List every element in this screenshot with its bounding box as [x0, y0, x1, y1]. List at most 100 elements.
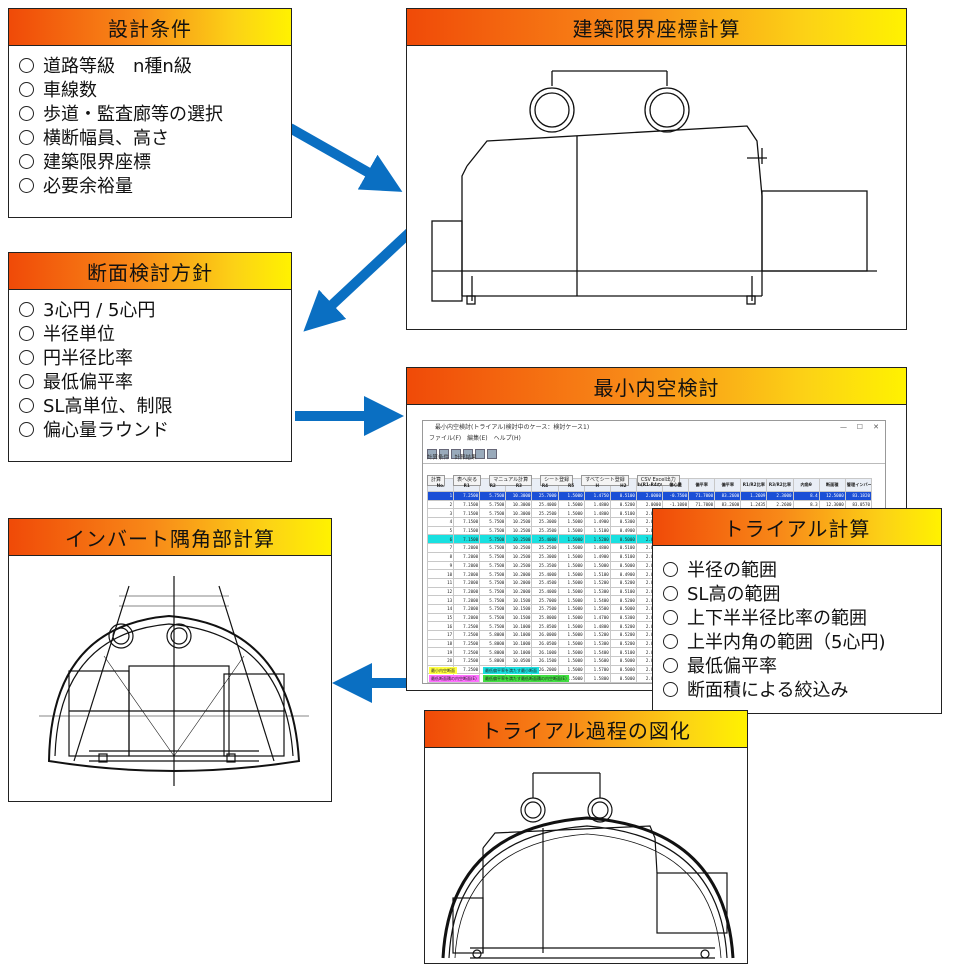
- table-cell: 5.8000: [479, 656, 507, 666]
- table-column-header[interactable]: R1/R2比率: [740, 478, 768, 492]
- table-cell: 26.0000: [531, 630, 559, 640]
- close-icon[interactable]: ✕: [873, 423, 879, 431]
- maximize-icon[interactable]: ☐: [856, 423, 863, 431]
- trial-process-box: トライアル過程の図化: [424, 710, 748, 964]
- trial-calc-item: 断面積による絞込み: [663, 679, 935, 703]
- legend-min-section: 最小内空断面: [429, 667, 457, 674]
- table-cell: 1.5000: [557, 491, 585, 501]
- table-cell: 2.0000: [635, 491, 663, 501]
- table-cell: 10.1500: [505, 595, 533, 605]
- trial-calc-item: 上下半半径比率の範囲: [663, 607, 935, 631]
- table-cell: 5.7500: [479, 569, 507, 579]
- toolbar-icons: [423, 444, 885, 459]
- table-cell: 7.1500: [453, 517, 481, 527]
- close-icon[interactable]: [487, 449, 497, 459]
- table-cell: 20: [426, 656, 455, 666]
- table-cell: 12: [426, 586, 455, 597]
- circle-bullet-icon: [663, 586, 678, 601]
- open-icon[interactable]: [451, 449, 461, 459]
- table-cell: 1.5000: [557, 682, 585, 683]
- design-conditions-box: 設計条件 道路等級 n種n級 車線数 歩道・監査廊等の選択 横断幅員、高さ 建築…: [8, 8, 292, 218]
- table-cell: 1.5200: [583, 630, 611, 640]
- table-cell: 1.5100: [583, 525, 611, 536]
- table-cell: 0.5100: [609, 586, 637, 597]
- table-cell: 10.2500: [505, 560, 533, 571]
- table-cell: 10.1500: [505, 612, 533, 623]
- table-cell: 7.2000: [453, 595, 481, 605]
- table-cell: 1.2609: [740, 491, 768, 501]
- circle-bullet-icon: [19, 178, 34, 193]
- section-policy-item: 半径単位: [19, 323, 285, 347]
- table-cell: 5.7500: [479, 586, 507, 597]
- sheet-register-button[interactable]: シート登録: [540, 475, 574, 486]
- table-cell: 1.5100: [583, 569, 611, 579]
- table-cell: 5.7500: [479, 621, 507, 631]
- save-icon[interactable]: [439, 449, 449, 459]
- circle-bullet-icon: [19, 58, 34, 73]
- table-column-header[interactable]: 管理インバート隅角部: [844, 478, 873, 492]
- print-icon[interactable]: [427, 449, 437, 459]
- table-cell: 2: [426, 499, 455, 510]
- table-cell: 1.5000: [557, 508, 585, 519]
- table-cell: 0.5000: [609, 673, 637, 683]
- table-cell: 10: [426, 569, 455, 579]
- table-cell: 5.7500: [479, 534, 507, 545]
- circle-bullet-icon: [663, 610, 678, 625]
- table-cell: 1.5000: [557, 577, 585, 588]
- table-cell: 7.2500: [453, 621, 481, 631]
- table-cell: 7.2500: [453, 664, 481, 675]
- table-cell: 0.5200: [609, 577, 637, 588]
- table-cell: 0.5100: [609, 551, 637, 562]
- menu-bar[interactable]: ファイル(F) 編集(E) ヘルプ(H): [429, 435, 521, 442]
- design-conditions-item: 建築限界座標: [19, 151, 285, 175]
- invert-corner-title: インバート隅角部計算: [9, 519, 331, 556]
- table-cell: 10.2500: [505, 534, 533, 545]
- table-cell: 25.8500: [531, 621, 559, 631]
- table-cell: 12.5000: [818, 491, 846, 501]
- table-cell: 1.5000: [557, 603, 585, 614]
- table-cell: 17: [426, 630, 455, 640]
- table-cell: 11: [426, 577, 455, 588]
- table-column-header[interactable]: 内角θ: [792, 478, 820, 492]
- table-cell: 7.2000: [453, 603, 481, 614]
- design-conditions-item: 車線数: [19, 79, 285, 103]
- table-cell: 1.4750: [583, 491, 611, 501]
- all-sheet-register-button[interactable]: すべてシート登録: [581, 475, 629, 486]
- trial-calc-item: SL高の範囲: [663, 583, 935, 607]
- table-column-header[interactable]: 断面積: [818, 478, 846, 492]
- table-column-header[interactable]: 偏心量: [661, 478, 690, 492]
- tab-bar[interactable]: 計算条件 計算結果: [423, 454, 885, 464]
- table-cell: 0.5000: [609, 656, 637, 666]
- minimize-icon[interactable]: —: [840, 423, 847, 431]
- arrow-to-policy: [303, 228, 414, 332]
- table-cell: 1.4900: [583, 551, 611, 562]
- help-icon[interactable]: [475, 449, 485, 459]
- circle-bullet-icon: [19, 82, 34, 97]
- table-cell: 7.2000: [453, 551, 481, 562]
- table-cell: 1.5000: [557, 630, 585, 640]
- table-cell: 1.5000: [557, 569, 585, 579]
- table-cell: 1.5900: [583, 682, 611, 683]
- table-cell: 26.1000: [531, 647, 559, 658]
- table-cell: 25.2500: [531, 543, 559, 553]
- table-cell: 10.2500: [505, 543, 533, 553]
- trial-calc-item: 最低偏平率: [663, 655, 935, 679]
- table-cell: 7.1500: [453, 508, 481, 519]
- table-column-header[interactable]: 偏平率: [688, 478, 716, 492]
- table-cell: 13: [426, 595, 455, 605]
- circle-bullet-icon: [663, 634, 678, 649]
- button-row: 計算 表へ戻る マニュアル計算 シート登録 すべてシート登録 CSV Excel…: [423, 464, 885, 486]
- table-cell: 1.5000: [557, 638, 585, 649]
- table-cell: 1.5300: [583, 638, 611, 649]
- table-cell: 1.5000: [557, 543, 585, 553]
- chart-icon[interactable]: [463, 449, 473, 459]
- table-column-header[interactable]: 偏平率: [714, 478, 742, 492]
- table-cell: 1.5800: [583, 673, 611, 683]
- manual-calc-button[interactable]: マニュアル計算: [489, 475, 533, 486]
- trial-calc-box: トライアル計算 半径の範囲 SL高の範囲 上下半半径比率の範囲 上半内角の範囲（…: [652, 508, 942, 714]
- design-conditions-title: 設計条件: [9, 9, 291, 46]
- table-column-header[interactable]: R3/R2比率: [766, 478, 794, 492]
- table-cell: 10.2000: [505, 586, 533, 597]
- circle-bullet-icon: [19, 326, 34, 341]
